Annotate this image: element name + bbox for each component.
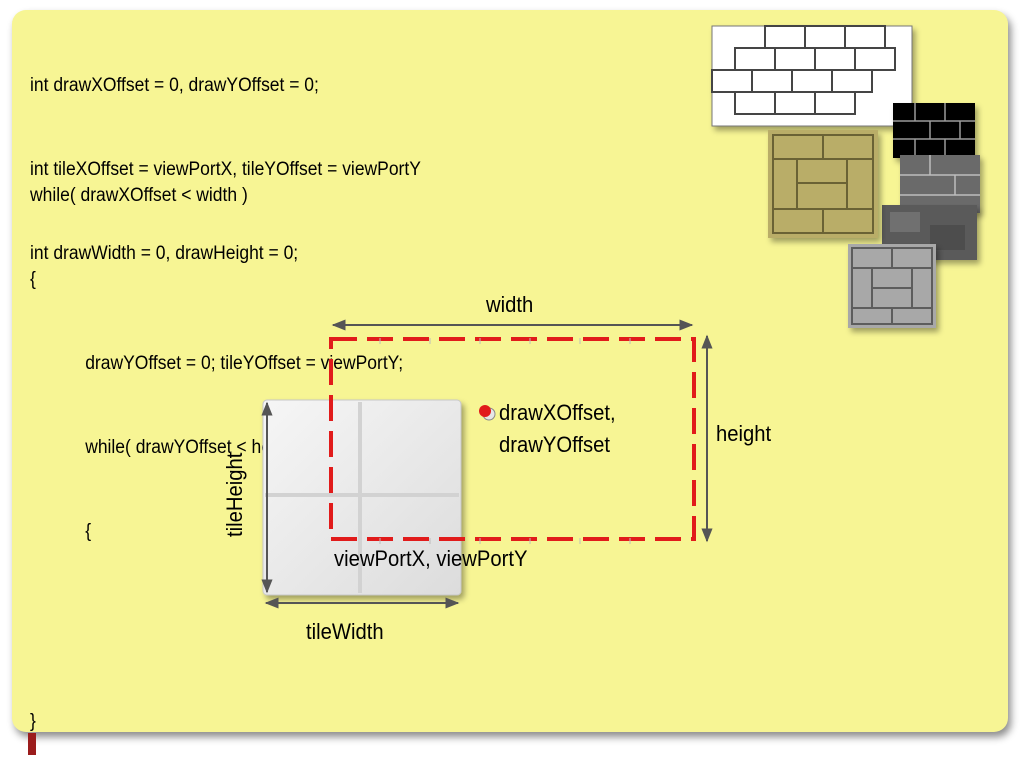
code-line: int tileXOffset = viewPortX, tileYOffset…: [30, 159, 421, 180]
offset-label-line2: drawYOffset: [499, 432, 611, 457]
accent-bar: [28, 733, 36, 755]
code-block-top: int drawXOffset = 0, drawYOffset = 0; in…: [30, 16, 421, 296]
texture-black-bricks: [893, 103, 975, 158]
viewport-label: viewPortX, viewPortY: [334, 546, 528, 571]
code-block-loop: while( drawXOffset < width ) { drawYOffs…: [30, 126, 403, 574]
width-label: width: [486, 292, 534, 317]
offset-label-line1: drawXOffset,: [499, 400, 616, 425]
closing-brace: }: [30, 711, 36, 732]
code-line: {: [30, 269, 36, 290]
height-label: height: [716, 421, 772, 446]
texture-white-bricks: [711, 25, 913, 127]
code-line: while( drawXOffset < width ): [30, 185, 248, 206]
texture-grey-stone-1: [900, 155, 980, 213]
texture-grey-herringbone: [848, 244, 936, 328]
viewport-rect: [329, 337, 696, 541]
code-line: int drawWidth = 0, drawHeight = 0;: [30, 243, 299, 264]
texture-swatches: [711, 25, 980, 328]
code-line: {: [85, 521, 92, 542]
viewport-ticks: [379, 338, 631, 544]
tile-width-label: tileWidth: [306, 619, 384, 644]
tile-image: [262, 399, 462, 596]
offset-marker: [479, 405, 496, 421]
texture-yellow-stone: [768, 130, 878, 238]
code-line: int drawXOffset = 0, drawYOffset = 0;: [30, 75, 319, 96]
code-line: drawYOffset = 0; tileYOffset = viewPortY…: [85, 353, 404, 374]
tile-height-label: tileHeight: [222, 452, 247, 537]
